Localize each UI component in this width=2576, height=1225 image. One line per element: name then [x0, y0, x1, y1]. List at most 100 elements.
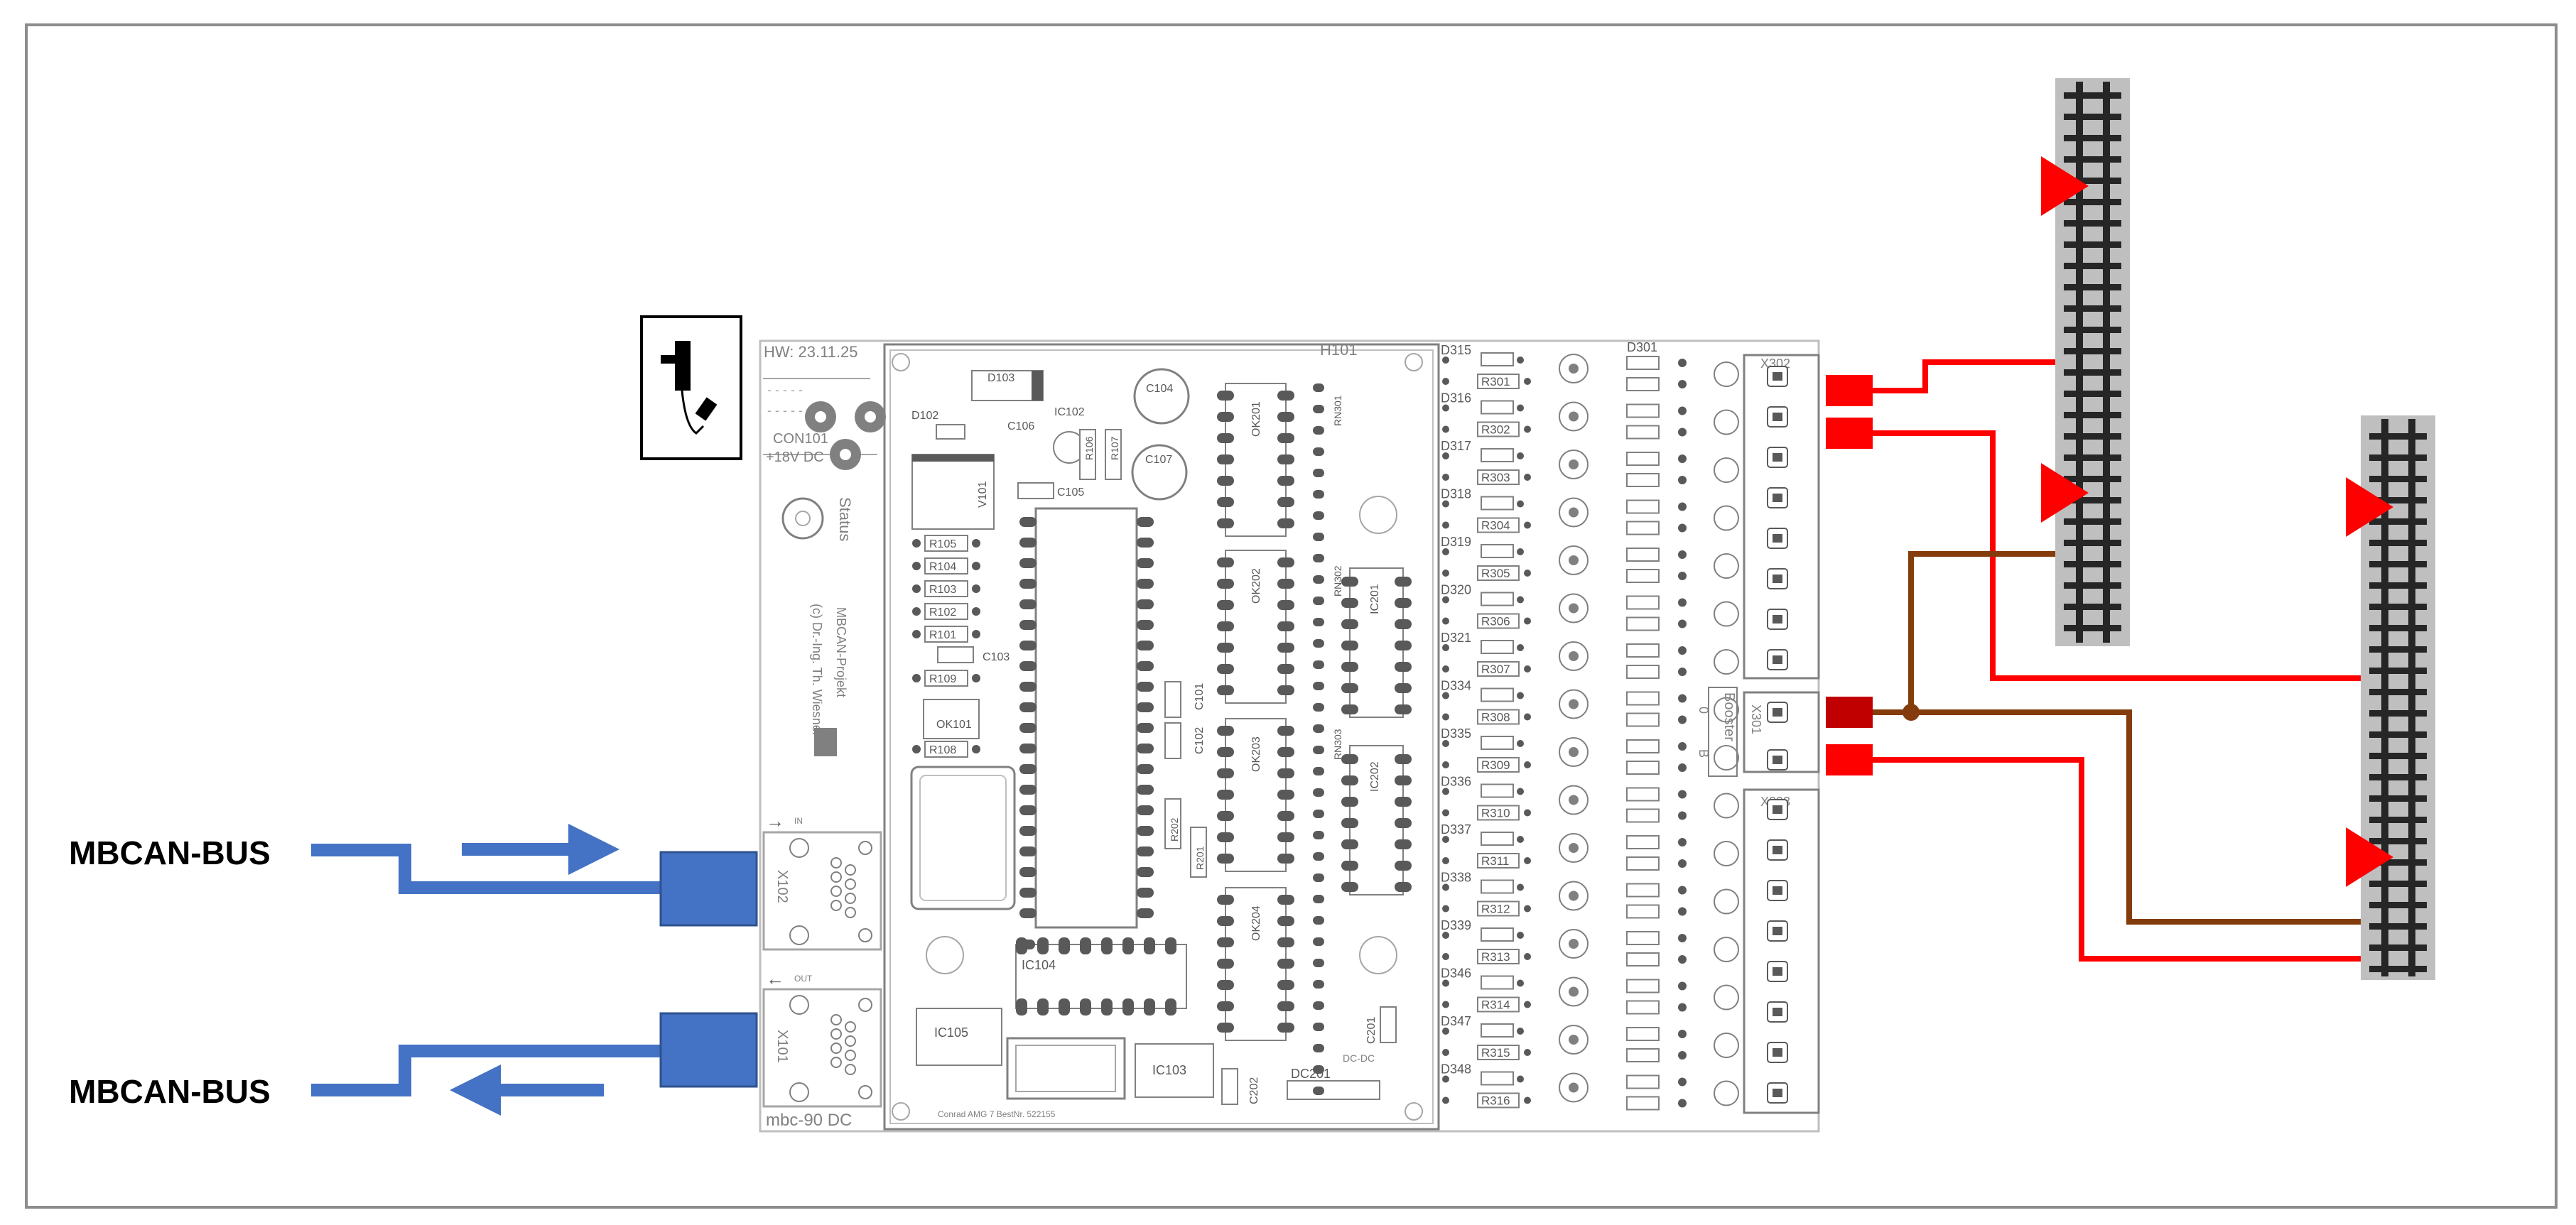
pad — [912, 674, 921, 682]
diode-label: D316 — [1441, 391, 1471, 405]
resistor-body — [924, 557, 968, 575]
component-label: R202 — [1169, 817, 1180, 842]
terminal-screw-slot — [1773, 413, 1782, 421]
resistor-body — [1477, 900, 1520, 917]
ic-pin — [1019, 702, 1037, 712]
terminal-screw-slot — [1773, 494, 1782, 502]
led-body — [1559, 497, 1589, 528]
pad — [1678, 428, 1687, 437]
diode-body — [1481, 400, 1514, 415]
c104-body — [1133, 368, 1190, 425]
pad — [1442, 404, 1449, 412]
array-diode — [1626, 952, 1660, 967]
led-body — [1559, 354, 1589, 383]
feed-marker-icon — [2346, 827, 2393, 887]
ic-pin — [1217, 600, 1234, 610]
pad — [1442, 1028, 1449, 1035]
ic-pin — [1137, 826, 1154, 836]
component-label: OK204 — [1250, 905, 1262, 941]
pad — [912, 539, 921, 548]
diode-label: D315 — [1441, 343, 1471, 357]
ic-pin — [1217, 768, 1234, 778]
rj-pin — [845, 1021, 856, 1033]
ic-pin — [1277, 832, 1294, 842]
rn-pin — [1313, 852, 1324, 861]
x303-terminal-block[interactable] — [1743, 788, 1820, 1114]
ic-pin — [1019, 599, 1037, 609]
ic-pin — [1341, 598, 1358, 608]
sv101-header — [1006, 1037, 1126, 1100]
diode-body — [1481, 448, 1514, 462]
ic-pin — [1277, 685, 1294, 695]
pad — [1678, 454, 1687, 463]
rn-pin — [1313, 490, 1324, 499]
component-label: R102 — [929, 606, 956, 619]
pad — [1517, 979, 1524, 987]
rj-pin — [830, 857, 842, 869]
rj-pin — [830, 886, 842, 897]
array-diode — [1626, 712, 1660, 727]
mount-hole — [1405, 1102, 1423, 1121]
ic-pin — [1101, 937, 1113, 954]
led-center — [1569, 1035, 1579, 1045]
array-diode — [1626, 1027, 1660, 1041]
component-label: R104 — [929, 561, 956, 573]
qg101-crystal — [910, 766, 1016, 910]
component-label: R107 — [1109, 436, 1120, 460]
resistor-label: R303 — [1481, 471, 1510, 484]
resistor-body — [1477, 613, 1520, 629]
rn-pin — [1313, 1001, 1324, 1010]
bus-plug-in — [659, 851, 758, 927]
array-diode — [1626, 499, 1660, 514]
ic-pin — [1137, 785, 1154, 795]
diode-label: D335 — [1441, 726, 1471, 741]
con101-label: CON101 — [773, 431, 828, 447]
ic-pin — [1395, 882, 1412, 892]
led-center — [1569, 891, 1579, 901]
component-label: C101 — [1194, 683, 1206, 710]
pad — [1442, 788, 1449, 795]
resistor-body — [1477, 517, 1520, 533]
feed-plug-booster-0 — [1826, 697, 1873, 728]
component-label: RN302 — [1332, 565, 1343, 597]
led-body — [1559, 976, 1589, 1007]
pad — [1678, 572, 1687, 580]
pad — [972, 630, 980, 638]
diode-label: D334 — [1441, 679, 1471, 693]
component-label: C102 — [1194, 727, 1206, 754]
terminal-screw-slot — [1773, 453, 1782, 462]
pad — [1442, 932, 1449, 939]
ic-pin — [1144, 998, 1155, 1016]
rn-pin — [1313, 383, 1324, 392]
capacitor-body — [1017, 482, 1054, 499]
rn-pin — [1313, 405, 1324, 413]
track-feed-wiring — [1826, 359, 2366, 962]
terminal-screw-slot — [1773, 967, 1782, 976]
component-label: R108 — [929, 744, 956, 756]
ic-pin — [1217, 790, 1234, 800]
pad — [1524, 1001, 1531, 1008]
ic-pin — [1277, 557, 1294, 567]
pad — [1442, 857, 1449, 864]
diode-body — [1481, 927, 1514, 942]
diode-label: D338 — [1441, 871, 1471, 885]
ic-pin — [1395, 577, 1412, 587]
ic-pin — [1019, 723, 1037, 733]
resistor-label: R306 — [1481, 615, 1510, 628]
array-diode — [1626, 979, 1660, 993]
ic-pin — [1019, 888, 1037, 898]
d103-body — [971, 370, 1044, 401]
ic-pin — [1059, 998, 1070, 1016]
ic-pin — [1019, 538, 1037, 548]
diode-body — [1481, 832, 1514, 846]
led-body — [1559, 641, 1589, 671]
led-body — [1559, 1072, 1589, 1103]
resistor-body — [924, 741, 968, 758]
resistor-label: R309 — [1481, 758, 1510, 772]
ic-pin — [1217, 643, 1234, 653]
ic-pin — [1137, 682, 1154, 692]
resistor-body — [1477, 853, 1520, 869]
component-label: DC201 — [1291, 1067, 1331, 1081]
rn-pin — [1313, 895, 1324, 903]
terminal-screw-slot — [1773, 756, 1782, 764]
